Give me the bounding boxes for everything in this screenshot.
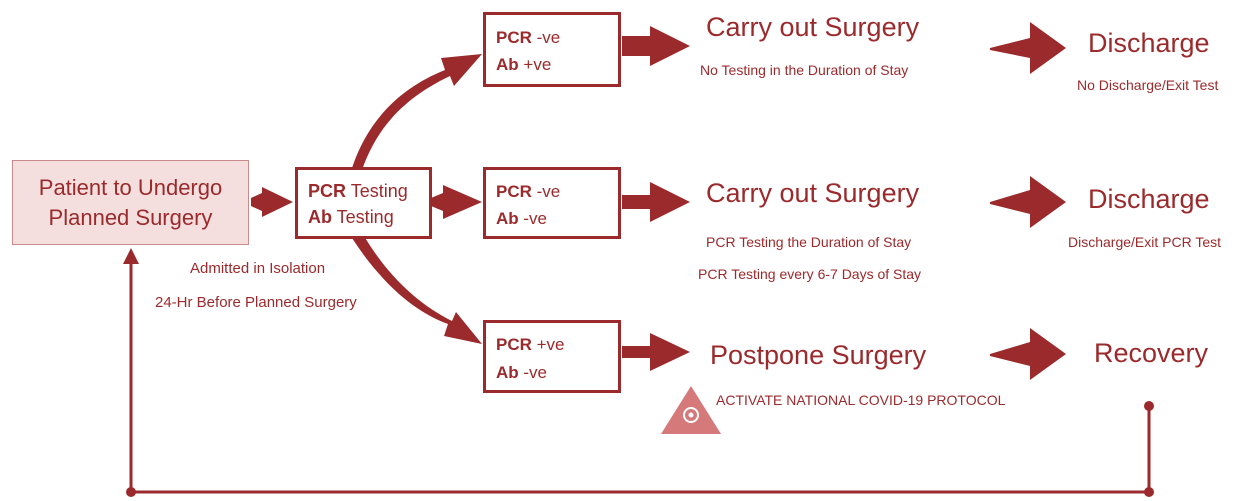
branch2-ab-label: Ab bbox=[496, 209, 519, 228]
branch3-result-box: PCR +ve Ab -ve bbox=[483, 320, 621, 393]
branch1-action: Carry out Surgery bbox=[706, 12, 920, 42]
testing-ab-label: Ab bbox=[308, 207, 332, 227]
branch3-pcr-label: PCR bbox=[496, 335, 532, 354]
branch2-result-box: PCR -ve Ab -ve bbox=[483, 167, 621, 239]
arrow-action3-to-outcome bbox=[990, 328, 1066, 380]
admitted-line1: Admitted in Isolation bbox=[190, 260, 326, 277]
branch1-result-box: PCR -ve Ab +ve bbox=[483, 12, 621, 87]
branch2-note1: PCR Testing the Duration of Stay bbox=[706, 234, 912, 250]
feedback-dot-left bbox=[126, 487, 136, 497]
branch2-ab-value: -ve bbox=[518, 209, 548, 228]
branch2-pcr-label: PCR bbox=[496, 182, 532, 201]
arrow-testing-to-branch1 bbox=[352, 54, 482, 170]
testing-box: PCR Testing Ab Testing bbox=[295, 167, 432, 239]
start-line1: Patient to Undergo bbox=[38, 175, 223, 200]
branch1-outcome-note: No Discharge/Exit Test bbox=[1077, 77, 1219, 93]
testing-pcr-text: Testing bbox=[346, 181, 408, 201]
branch2-outcome: Discharge bbox=[1088, 184, 1210, 214]
branch1-ab-value: +ve bbox=[518, 55, 552, 74]
start-line2: Planned Surgery bbox=[48, 205, 213, 230]
branch3-ab-label: Ab bbox=[496, 363, 519, 382]
admitted-line2: 24-Hr Before Planned Surgery bbox=[155, 294, 357, 311]
feedback-dot-top bbox=[1144, 401, 1154, 411]
branch1-note: No Testing in the Duration of Stay bbox=[700, 62, 909, 78]
arrow-start-to-testing bbox=[251, 187, 293, 217]
branch2-outcome-note: Discharge/Exit PCR Test bbox=[1068, 234, 1222, 250]
branch2-action: Carry out Surgery bbox=[706, 178, 920, 208]
branch1-ab-label: Ab bbox=[496, 55, 519, 74]
arrow-testing-to-branch2 bbox=[431, 185, 482, 219]
arrow-action1-to-outcome bbox=[990, 22, 1066, 74]
branch1-pcr-label: PCR bbox=[496, 28, 532, 47]
branch3-ab-value: -ve bbox=[518, 363, 548, 382]
arrow-branch3-to-action bbox=[622, 333, 690, 371]
branch3-note: ACTIVATE NATIONAL COVID-19 PROTOCOL bbox=[716, 392, 1006, 408]
arrow-action2-to-outcome bbox=[990, 176, 1066, 228]
branch1-pcr-value: -ve bbox=[531, 28, 561, 47]
feedback-dot-right bbox=[1144, 487, 1154, 497]
arrow-testing-to-branch3 bbox=[352, 236, 482, 344]
biohazard-icon bbox=[661, 386, 721, 434]
recovery-feedback-line bbox=[129, 262, 1151, 494]
start-box: Patient to Undergo Planned Surgery bbox=[12, 160, 249, 245]
branch3-outcome: Recovery bbox=[1094, 338, 1209, 368]
testing-pcr-label: PCR bbox=[308, 181, 347, 201]
branch3-action: Postpone Surgery bbox=[710, 340, 927, 370]
branch1-outcome: Discharge bbox=[1088, 28, 1210, 58]
arrow-branch1-to-action bbox=[622, 26, 690, 66]
branch2-pcr-value: -ve bbox=[531, 182, 561, 201]
testing-ab-text: Testing bbox=[332, 207, 394, 227]
feedback-arrowhead bbox=[123, 248, 139, 264]
branch2-note2: PCR Testing every 6-7 Days of Stay bbox=[698, 266, 922, 282]
arrow-branch2-to-action bbox=[622, 182, 690, 222]
branch3-pcr-value: +ve bbox=[531, 335, 565, 354]
